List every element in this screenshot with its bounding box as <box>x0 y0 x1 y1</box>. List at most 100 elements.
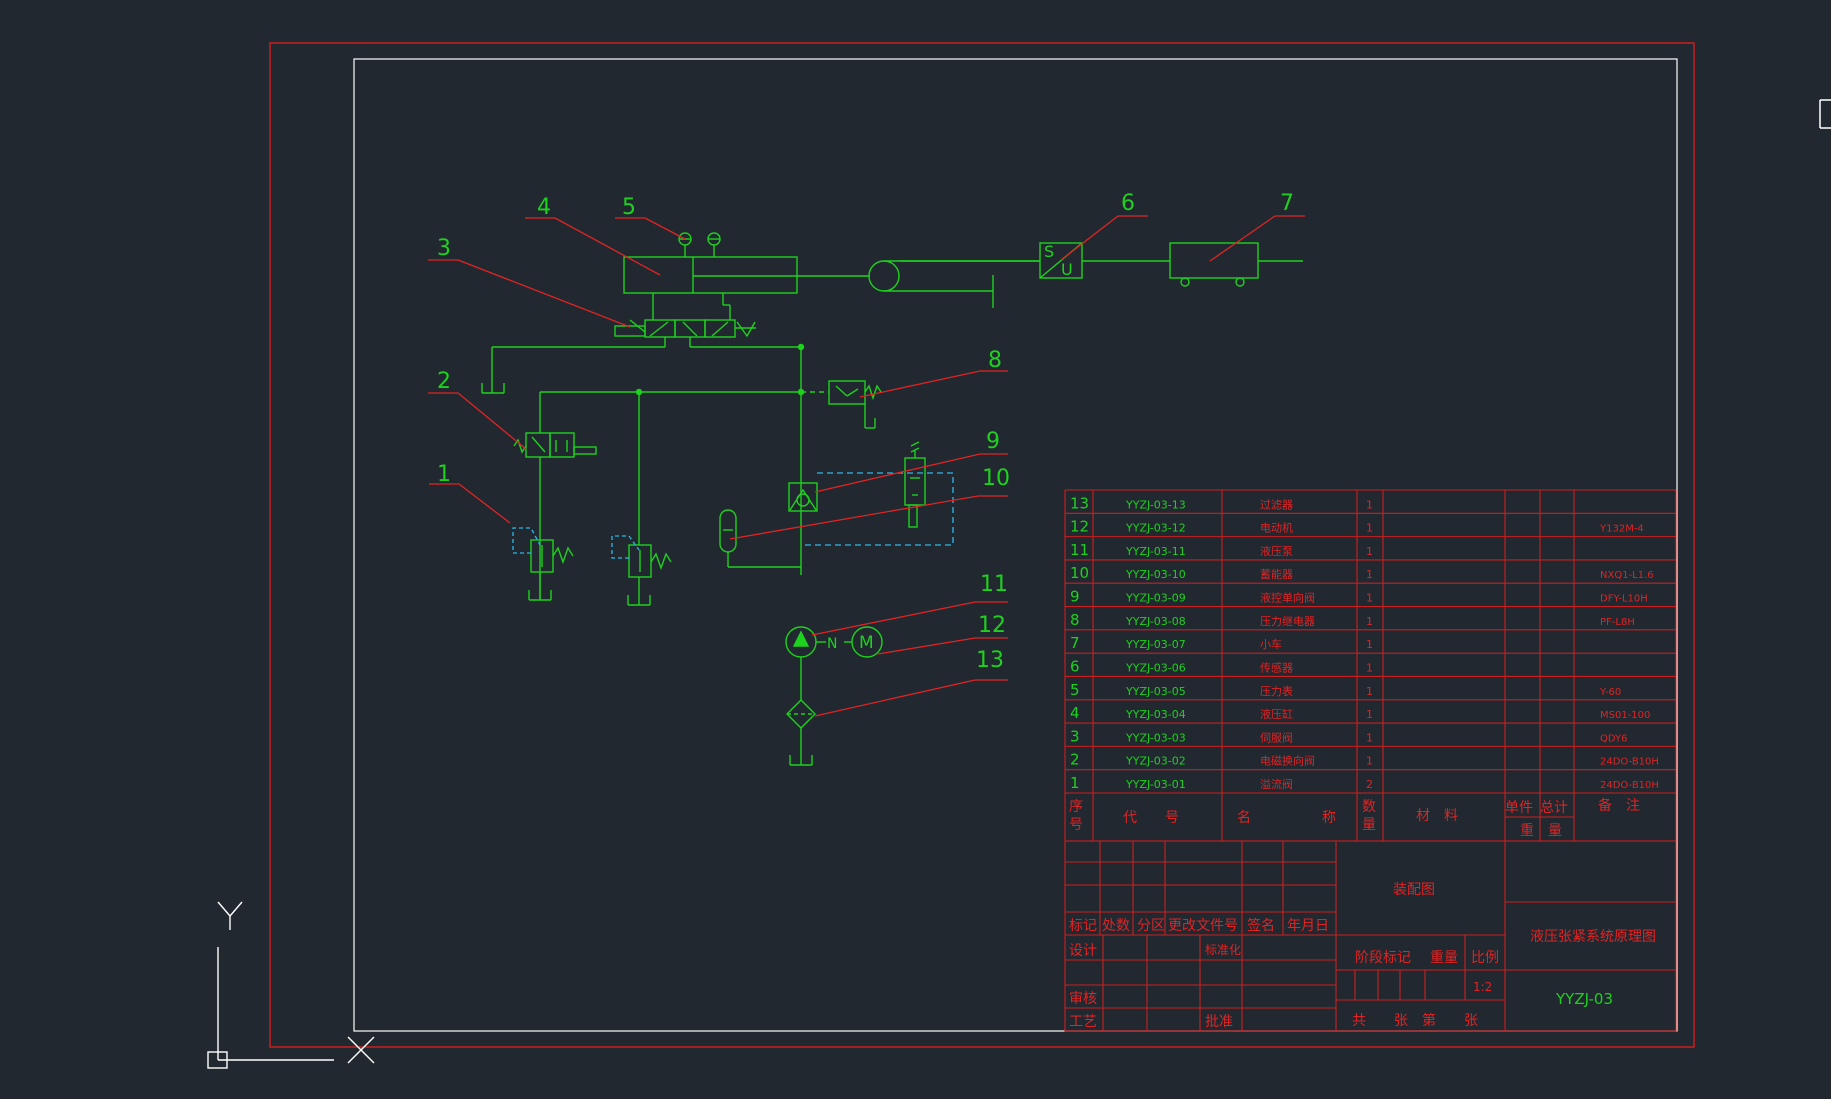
relief-valve-1b[interactable] <box>627 392 672 606</box>
sensor-letter-u: U <box>1061 260 1073 279</box>
row-note: DFY-L10H <box>1600 594 1648 605</box>
balloon-6[interactable]: 6 <box>1121 191 1135 216</box>
hydraulic-cylinder[interactable] <box>623 256 870 294</box>
row-number: 13 <box>1070 494 1089 512</box>
servo-valve[interactable] <box>614 319 756 338</box>
balloon-12[interactable]: 12 <box>978 613 1006 638</box>
balloon-5[interactable]: 5 <box>622 195 636 220</box>
pulley[interactable] <box>868 260 1040 308</box>
balloon-7[interactable]: 7 <box>1280 191 1294 216</box>
relief-valve-1a[interactable] <box>528 539 574 601</box>
sensor-box[interactable] <box>900 242 1170 279</box>
pilot-check-valve[interactable] <box>788 441 926 528</box>
ucs-icon[interactable] <box>207 901 375 1069</box>
coupling-letter-n: N <box>827 636 837 652</box>
tb-standardize: 标准化 <box>1205 943 1241 957</box>
solenoid-valve[interactable] <box>513 392 597 600</box>
electric-motor[interactable] <box>851 626 883 658</box>
row-qty: 1 <box>1366 731 1373 744</box>
cart[interactable] <box>1169 242 1303 287</box>
row-code: YYZJ-03-13 <box>1125 498 1186 511</box>
hydraulic-circuit <box>481 232 1303 766</box>
row-name: 液控单向阀 <box>1260 591 1315 605</box>
tb-zone: 分区 <box>1137 918 1165 934</box>
row-qty: 1 <box>1366 498 1373 511</box>
header-note: 备 注 <box>1598 797 1640 814</box>
row-note: Y132M-4 <box>1599 524 1644 535</box>
row-qty: 1 <box>1366 685 1373 698</box>
balloon-1[interactable]: 1 <box>437 462 451 487</box>
row-number: 7 <box>1070 634 1080 652</box>
row-note: PF-L8H <box>1600 617 1635 628</box>
motor-letter-m: M <box>859 633 874 653</box>
row-qty: 1 <box>1366 568 1373 581</box>
row-number: 6 <box>1070 657 1080 675</box>
row-code: YYZJ-03-09 <box>1125 592 1186 605</box>
row-qty: 1 <box>1366 615 1373 628</box>
header-no-a: 序 <box>1069 799 1083 815</box>
row-name: 小车 <box>1260 637 1282 651</box>
row-code: YYZJ-03-02 <box>1125 755 1186 768</box>
pilot-lines <box>512 472 954 559</box>
tb-drawing-number[interactable]: YYZJ-03 <box>1555 990 1613 1008</box>
pressure-gauges[interactable] <box>678 232 721 257</box>
tb-stage-mark: 阶段标记 <box>1355 950 1411 966</box>
balloon-9[interactable]: 9 <box>986 429 1000 454</box>
row-code: YYZJ-03-04 <box>1125 708 1186 721</box>
balloon-11[interactable]: 11 <box>980 572 1008 597</box>
row-qty: 1 <box>1366 522 1373 535</box>
tb-sign: 签名 <box>1247 917 1275 934</box>
row-code: YYZJ-03-11 <box>1125 545 1186 558</box>
row-qty: 1 <box>1366 592 1373 605</box>
row-number: 1 <box>1070 774 1080 792</box>
row-qty: 1 <box>1366 638 1373 651</box>
row-note: 24DO-B10H <box>1600 780 1659 791</box>
tb-sheets: 共 张 第 张 <box>1352 1012 1478 1029</box>
outer-frame <box>269 42 1695 1048</box>
balloon-3[interactable]: 3 <box>437 236 451 261</box>
tb-drawing-title[interactable]: 液压张紧系统原理图 <box>1530 929 1656 945</box>
row-code: YYZJ-03-05 <box>1125 685 1186 698</box>
row-note: MS01-100 <box>1600 710 1650 721</box>
filter[interactable] <box>786 699 816 766</box>
balloon-8[interactable]: 8 <box>988 348 1002 373</box>
header-qty-b: 量 <box>1362 817 1376 833</box>
header-weight: 重 量 <box>1520 823 1562 839</box>
row-number: 5 <box>1070 681 1080 699</box>
balloon-labels: 1 2 3 4 5 6 7 8 9 10 11 12 13 <box>437 191 1294 673</box>
balloon-4[interactable]: 4 <box>537 195 551 220</box>
row-name: 电磁换向阀 <box>1260 754 1315 768</box>
row-qty: 2 <box>1366 778 1373 791</box>
row-note: Y-60 <box>1599 687 1621 698</box>
hydraulic-pump[interactable] <box>785 626 852 658</box>
row-note: 24DO-B10H <box>1600 757 1659 768</box>
header-name-a: 名 <box>1237 810 1251 826</box>
row-name: 过滤器 <box>1260 498 1293 511</box>
tb-count: 处数 <box>1102 918 1130 934</box>
row-name: 液压泵 <box>1260 544 1293 558</box>
row-number: 2 <box>1070 751 1080 769</box>
balloon-10[interactable]: 10 <box>982 466 1010 491</box>
tb-process: 工艺 <box>1069 1014 1097 1030</box>
balloon-2[interactable]: 2 <box>437 369 451 394</box>
row-code: YYZJ-03-10 <box>1125 568 1186 581</box>
accumulator[interactable] <box>719 509 801 568</box>
row-name: 液压缸 <box>1260 707 1293 721</box>
pressure-switch[interactable] <box>801 380 882 429</box>
row-qty: 1 <box>1366 545 1373 558</box>
tb-assembly: 装配图 <box>1393 882 1435 898</box>
header-name-b: 称 <box>1322 810 1336 826</box>
sensor-letter-s: S <box>1044 242 1054 261</box>
parts-list-header: 序 号 代 号 名 称 数 量 材 料 单件 总计 重 量 备 注 <box>1069 797 1640 839</box>
row-number: 10 <box>1070 564 1089 582</box>
tb-scale: 比例 <box>1471 950 1499 966</box>
balloon-13[interactable]: 13 <box>976 648 1004 673</box>
tb-weight: 重量 <box>1430 950 1458 966</box>
row-number: 12 <box>1070 518 1089 536</box>
row-name: 电动机 <box>1260 521 1293 535</box>
tb-scale-value: 1:2 <box>1473 980 1492 994</box>
row-name: 溢流阀 <box>1260 777 1293 791</box>
header-total: 总计 <box>1540 800 1568 816</box>
